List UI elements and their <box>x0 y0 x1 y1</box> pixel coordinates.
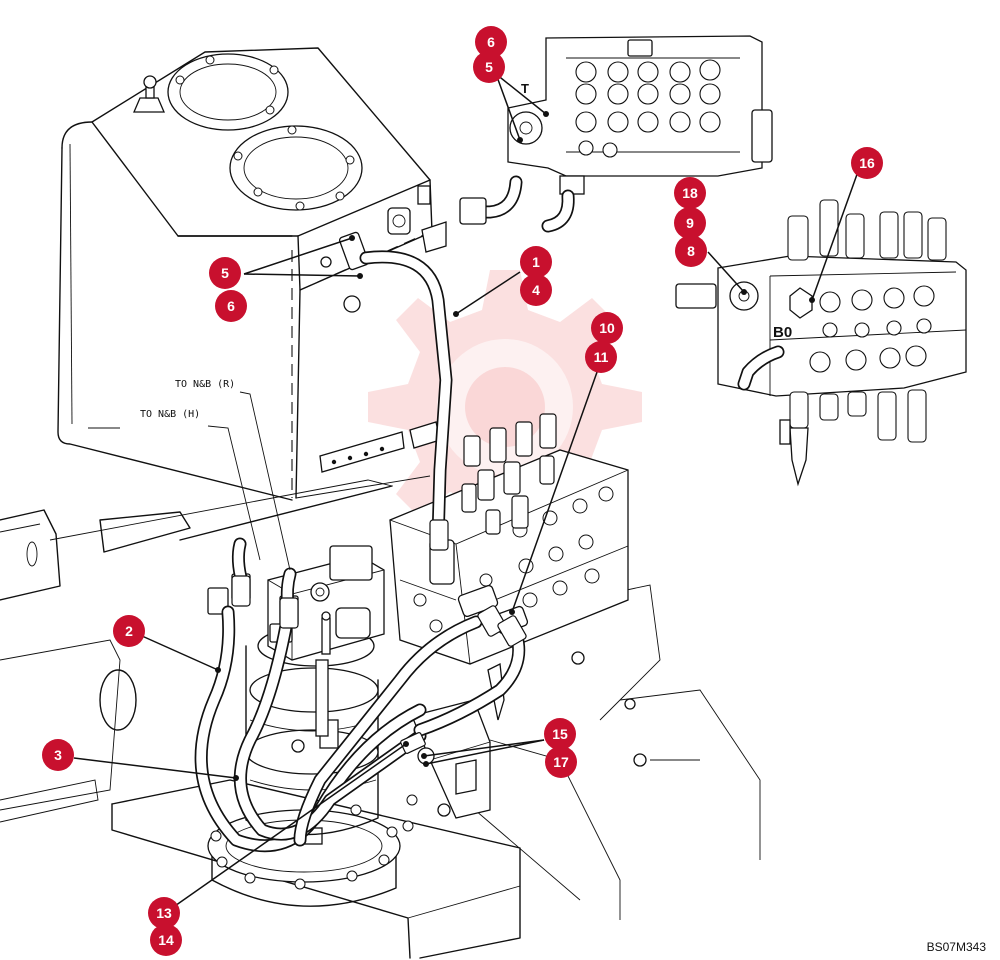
pilot-line-h <box>207 425 261 561</box>
callout-15[interactable]: 15 <box>544 718 576 750</box>
note-to-nb-r: TO N&B (R) <box>175 379 236 390</box>
callout-9[interactable]: 9 <box>674 207 706 239</box>
pilot-line-r <box>239 391 291 571</box>
drawing-code: BS07M343 <box>926 940 986 954</box>
callout-1[interactable]: 1 <box>520 246 552 278</box>
upper-frame <box>0 475 761 959</box>
main-control-valve <box>319 413 629 721</box>
leader-endpoints <box>215 111 815 781</box>
inset-valve-top <box>459 35 773 233</box>
callout-14[interactable]: 14 <box>150 924 182 956</box>
inset-valve-right <box>675 199 967 487</box>
hydraulic-tank <box>57 47 447 501</box>
hoses <box>194 250 526 853</box>
b0-port-label: B0 <box>773 324 793 341</box>
callout-2[interactable]: 2 <box>113 615 145 647</box>
callout-17[interactable]: 17 <box>545 746 577 778</box>
callout-16[interactable]: 16 <box>851 147 883 179</box>
callout-18[interactable]: 18 <box>674 177 706 209</box>
callout-10[interactable]: 10 <box>591 312 623 344</box>
callout-4[interactable]: 4 <box>520 274 552 306</box>
leader-lines <box>73 73 861 909</box>
callout-11[interactable]: 11 <box>585 341 617 373</box>
hose-fittings <box>231 519 527 754</box>
note-to-nb-h: TO N&B (H) <box>140 409 201 420</box>
callout-5-top[interactable]: 5 <box>473 51 505 83</box>
callout-8[interactable]: 8 <box>675 235 707 267</box>
callout-13[interactable]: 13 <box>148 897 180 929</box>
callout-3[interactable]: 3 <box>42 739 74 771</box>
callout-5-left[interactable]: 5 <box>209 257 241 289</box>
t-port-label: T <box>521 81 529 96</box>
callout-6-left[interactable]: 6 <box>215 290 247 322</box>
